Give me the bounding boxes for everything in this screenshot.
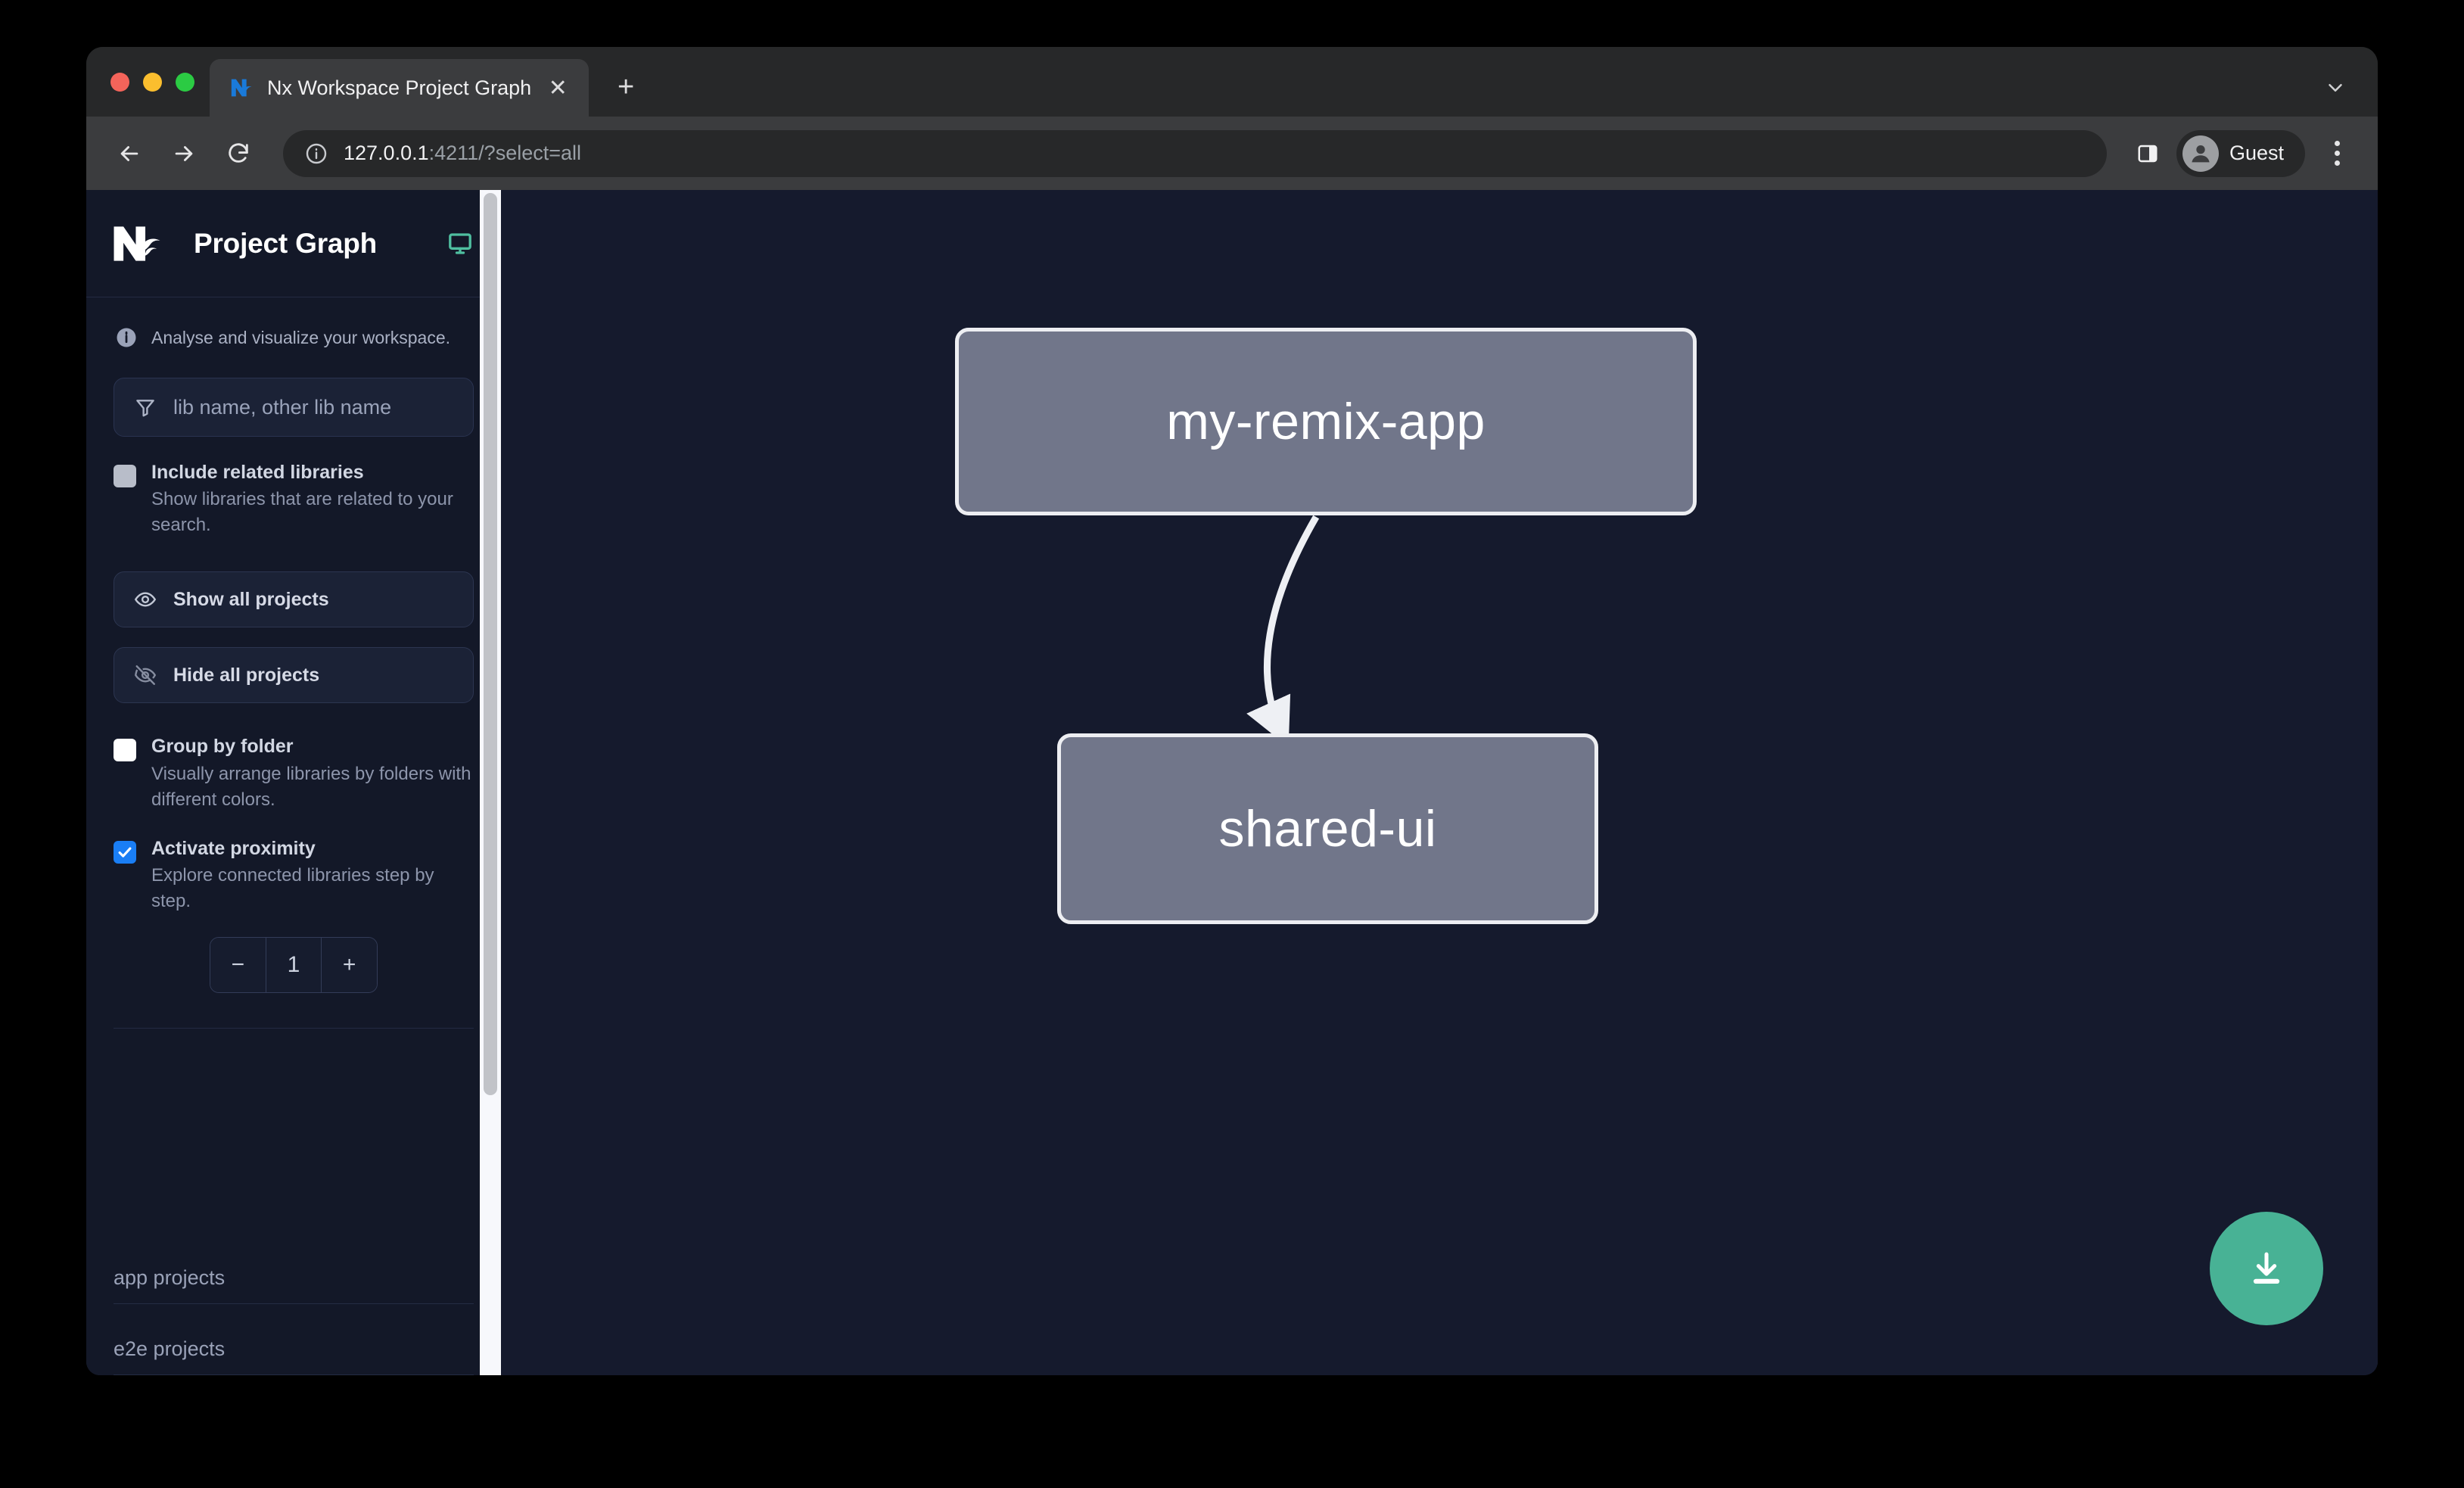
tab-strip: Nx Workspace Project Graph ✕ + [86,47,2378,117]
kebab-dot [2334,141,2340,146]
profile-button[interactable]: Guest [2176,129,2305,177]
eye-icon [134,588,157,611]
profile-label: Guest [2229,142,2284,164]
kebab-menu-icon[interactable] [2316,130,2358,177]
avatar [2182,135,2219,172]
proximity-increment-button[interactable]: + [321,938,377,993]
proximity-value: 1 [265,938,322,993]
page-title: Project Graph [194,227,378,259]
option-title: Group by folder [151,736,294,758]
site-info-icon[interactable] [304,142,328,166]
option-desc: Show libraries that are related to your … [151,489,453,536]
tab-title: Nx Workspace Project Graph [267,76,532,99]
nx-logo [112,221,171,266]
option-desc: Visually arrange libraries by folders wi… [151,763,471,810]
option-body: Activate proximity Explore connected lib… [151,837,474,914]
url-host: 127.0.0.1 [344,142,429,164]
sidebar-scrollbar-thumb[interactable] [484,193,497,1095]
graph-node-label: my-remix-app [1166,393,1486,450]
sidebar-divider [114,1028,474,1029]
graph-node-my-remix-app[interactable]: my-remix-app [955,328,1697,515]
project-graph-canvas[interactable]: my-remix-app shared-ui [501,190,2378,1375]
sidebar-header: Project Graph [86,190,501,297]
forward-icon[interactable] [160,130,207,177]
option-title: Activate proximity [151,837,316,859]
new-tab-button[interactable]: + [618,70,635,103]
browser-window: Nx Workspace Project Graph ✕ + [86,47,2378,1375]
option-body: Include related libraries Show libraries… [151,461,474,538]
option-desc: Explore connected libraries step by step… [151,865,434,912]
eye-slash-icon [134,664,157,686]
chevron-down-icon[interactable] [2319,71,2352,104]
side-panel-icon[interactable] [2125,131,2170,176]
sidebar-scroll-content: Include related libraries Show libraries… [86,372,501,1233]
project-sections: app projects e2e projects [86,1233,501,1375]
sidebar-note-text: Analyse and visualize your workspace. [151,327,451,347]
filter-box[interactable] [114,378,474,437]
option-include-related-libraries[interactable]: Include related libraries Show libraries… [114,461,474,538]
tab-strip-right [2319,71,2378,117]
hide-all-projects-label: Hide all projects [173,664,320,686]
proximity-stepper: − 1 + [210,937,378,994]
sidebar-item-app-projects[interactable]: app projects [114,1233,474,1304]
browser-toolbar: 127.0.0.1:4211/?select=all Guest [86,117,2378,190]
kebab-dot [2334,151,2340,156]
reload-icon[interactable] [215,130,262,177]
include-related-libraries-checkbox[interactable] [114,465,136,487]
tab-close-button[interactable]: ✕ [548,75,568,101]
graph-node-shared-ui[interactable]: shared-ui [1057,733,1598,924]
hide-all-projects-button[interactable]: Hide all projects [114,647,474,704]
app-area: Project Graph Analyse and visualize your… [86,190,2378,1375]
url-path: :4211/?select=all [428,142,582,164]
browser-tab[interactable]: Nx Workspace Project Graph ✕ [210,59,590,117]
show-all-projects-label: Show all projects [173,588,329,610]
sidebar-scrollbar-track[interactable] [480,190,501,1375]
option-group-by-folder[interactable]: Group by folder Visually arrange librari… [114,735,474,812]
graph-node-label: shared-ui [1218,800,1437,858]
address-bar[interactable]: 127.0.0.1:4211/?select=all [283,129,2107,177]
window-maximize-button[interactable] [176,72,194,92]
option-title: Include related libraries [151,462,364,483]
kebab-dot [2334,160,2340,166]
window-traffic-lights [86,47,210,117]
option-body: Group by folder Visually arrange librari… [151,735,474,812]
url-text: 127.0.0.1:4211/?select=all [344,142,581,165]
monitor-icon[interactable] [446,230,474,257]
sidebar-note: Analyse and visualize your workspace. [86,297,501,372]
nx-favicon [229,75,255,101]
info-icon [115,326,138,349]
download-graph-button[interactable] [2210,1212,2323,1325]
window-close-button[interactable] [110,72,129,92]
back-icon[interactable] [106,130,153,177]
proximity-decrement-button[interactable]: − [210,938,266,993]
activate-proximity-checkbox[interactable] [114,840,136,864]
option-activate-proximity[interactable]: Activate proximity Explore connected lib… [114,837,474,914]
group-by-folder-checkbox[interactable] [114,739,136,762]
sidebar: Project Graph Analyse and visualize your… [86,190,501,1375]
show-all-projects-button[interactable]: Show all projects [114,571,474,628]
search-input[interactable] [173,395,453,419]
sidebar-item-e2e-projects[interactable]: e2e projects [114,1304,474,1375]
window-minimize-button[interactable] [143,72,162,92]
graph-edges-layer [1246,515,1320,747]
filter-funnel-icon [134,396,157,419]
toolbar-right: Guest [2125,129,2358,177]
graph-edge-my-remix-app-to-shared-ui [1246,515,1320,747]
